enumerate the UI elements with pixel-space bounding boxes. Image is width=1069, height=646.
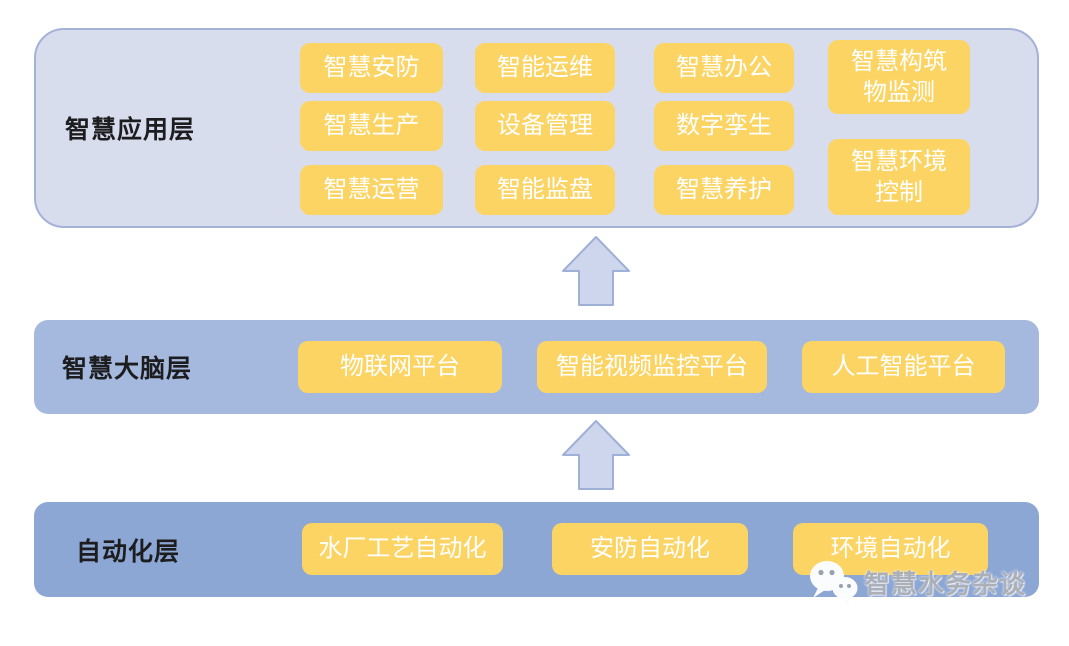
app-box-structure-monitoring: 智慧构筑物监测 <box>828 40 970 114</box>
app-box-smart-security: 智慧安防 <box>300 43 443 93</box>
up-arrow-bottom <box>562 420 630 490</box>
app-box-environment-control: 智慧环境控制 <box>828 139 970 215</box>
layer-brain-label: 智慧大脑层 <box>62 355 193 383</box>
app-box-smart-operation: 智慧运营 <box>300 165 443 215</box>
watermark: 智慧水务杂谈 <box>808 556 1026 608</box>
brain-box-ai-platform: 人工智能平台 <box>802 341 1005 393</box>
app-box-smart-office: 智慧办公 <box>654 43 794 93</box>
layer-application-label: 智慧应用层 <box>65 116 196 144</box>
auto-box-plant-process-automation: 水厂工艺自动化 <box>302 523 503 575</box>
app-box-intelligent-monitoring: 智能监盘 <box>475 165 615 215</box>
wechat-icon <box>810 561 858 606</box>
brain-box-iot-platform: 物联网平台 <box>298 341 502 393</box>
app-box-digital-twin: 数字孪生 <box>654 101 794 151</box>
app-box-smart-production: 智慧生产 <box>300 101 443 151</box>
layer-automation: 自动化层 水厂工艺自动化 安防自动化 环境自动化 <box>34 502 1039 597</box>
auto-box-security-automation: 安防自动化 <box>552 523 748 575</box>
layer-application: 智慧应用层 智慧安防 智慧生产 智慧运营 智能运维 设备管理 智能监盘 智慧办公… <box>34 28 1039 228</box>
watermark-text: 智慧水务杂谈 <box>864 568 1027 599</box>
app-box-equipment-management: 设备管理 <box>475 101 615 151</box>
layer-automation-label: 自动化层 <box>76 537 181 566</box>
up-arrow-top <box>562 236 630 306</box>
brain-box-video-surveillance-platform: 智能视频监控平台 <box>537 341 767 393</box>
app-box-intelligent-ops: 智能运维 <box>475 43 615 93</box>
app-box-smart-maintenance: 智慧养护 <box>654 165 794 215</box>
layer-brain: 智慧大脑层 物联网平台 智能视频监控平台 人工智能平台 <box>34 320 1039 414</box>
